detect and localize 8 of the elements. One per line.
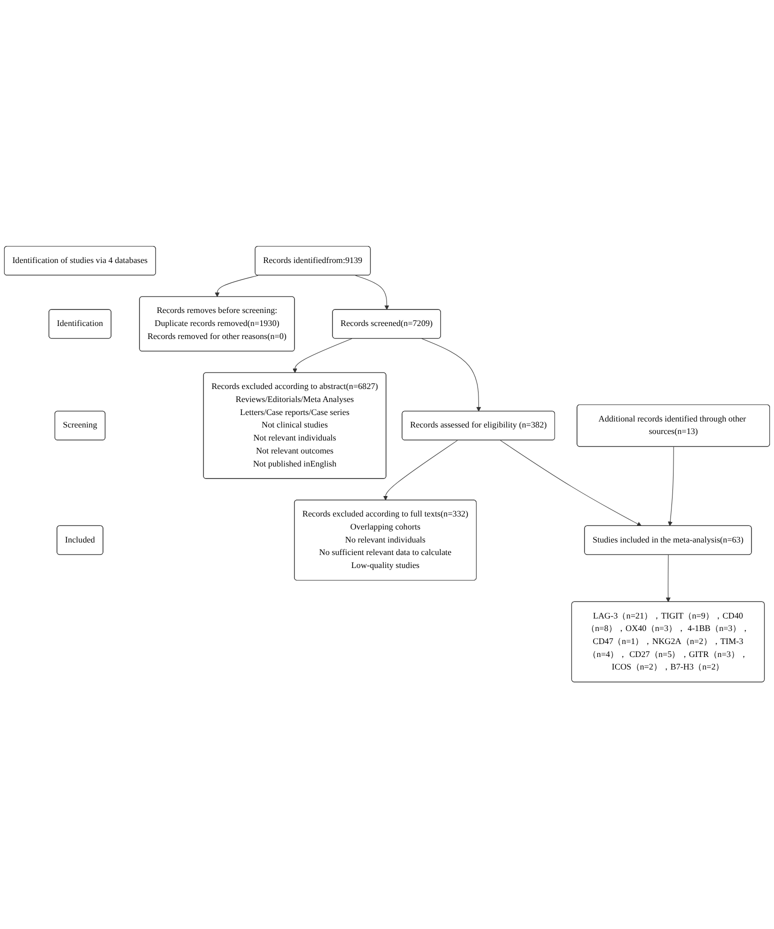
arrow <box>668 446 674 527</box>
arrow <box>666 554 671 603</box>
arrow <box>214 276 258 298</box>
arrow <box>422 338 482 412</box>
arrow <box>292 338 352 374</box>
arrow <box>500 440 642 527</box>
arrow <box>355 276 390 310</box>
arrow <box>383 440 458 501</box>
